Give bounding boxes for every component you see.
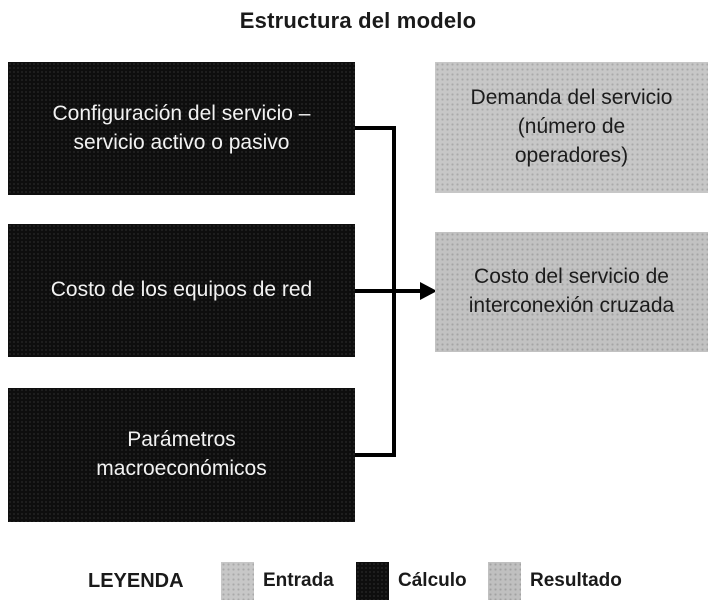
box-costo-equipos-label: Costo de los equipos de red xyxy=(50,278,313,302)
legend-label-entrada: Entrada xyxy=(263,570,334,591)
legend-item-calculo: Cálculo xyxy=(356,562,467,600)
legend-label-resultado: Resultado xyxy=(530,570,622,591)
diagram-title: Estructura del modelo xyxy=(239,8,477,33)
box-demanda-label: Demanda del servicio (número de operador… xyxy=(470,86,673,167)
legend-swatch-calculo xyxy=(356,562,389,600)
legend-item-resultado: Resultado xyxy=(488,562,622,600)
legend-swatch-resultado xyxy=(488,562,521,600)
connector-bracket-line xyxy=(352,126,396,457)
legend-title: LEYENDA xyxy=(88,570,184,592)
legend-item-entrada: Entrada xyxy=(221,562,334,600)
box-configuracion-label: Configuración del servicio – servicio ac… xyxy=(52,101,311,154)
box-costo-equipos-red: Costo de los equipos de red xyxy=(8,224,355,357)
box-parametros-label: Parámetros macroeconómicos xyxy=(96,428,267,480)
box-costo-servicio-label: Costo del servicio de interconexión cruz… xyxy=(468,265,675,317)
legend: LEYENDA Entrada Cálculo Resultado xyxy=(0,562,716,600)
box-configuracion-servicio: Configuración del servicio – servicio ac… xyxy=(8,62,355,195)
box-costo-servicio-interconexion: Costo del servicio de interconexión cruz… xyxy=(435,232,708,352)
legend-label-calculo: Cálculo xyxy=(398,570,467,591)
box-demanda-servicio: Demanda del servicio (número de operador… xyxy=(435,62,708,193)
legend-swatch-entrada xyxy=(221,562,254,600)
box-parametros-macroeconomicos: Parámetros macroeconómicos xyxy=(8,388,355,522)
